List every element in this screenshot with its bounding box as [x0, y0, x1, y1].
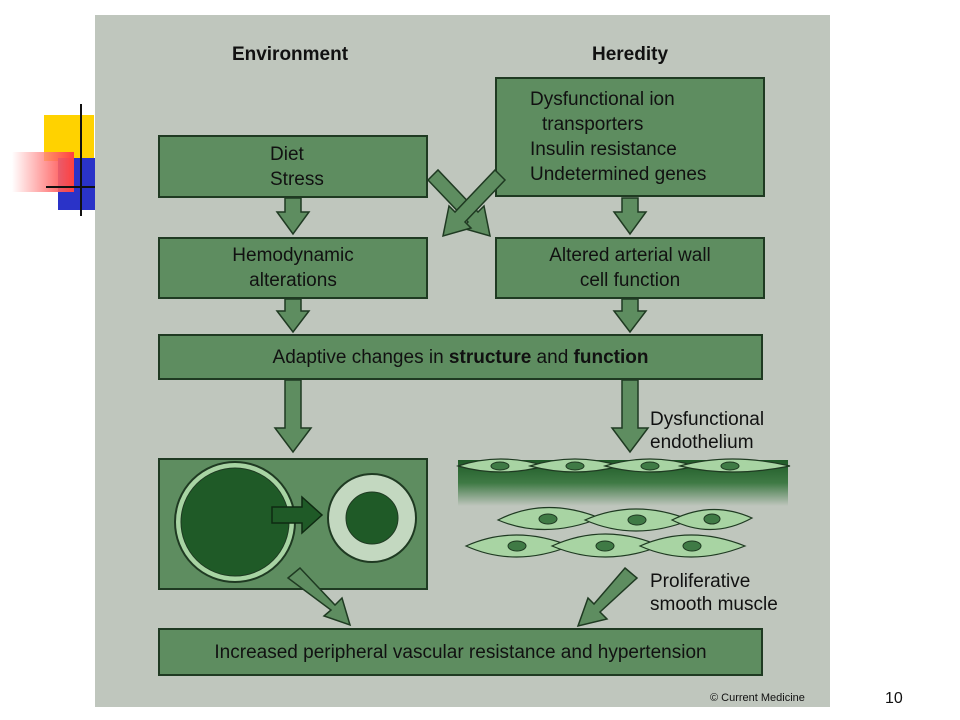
decoration-horizontal-line: [46, 186, 100, 188]
decoration-red-square: [12, 152, 74, 192]
endothelium-label: Dysfunctional endothelium: [650, 408, 764, 454]
remodeling-arrow: [271, 495, 324, 535]
endothelial-nucleus: [490, 461, 510, 471]
arrow-adaptive-to-endothelium: [610, 379, 650, 454]
endothelial-nucleus: [640, 461, 660, 471]
adaptive-middle: and: [531, 346, 574, 368]
hemodynamic-line-2: alterations: [249, 270, 337, 291]
slide-decoration: [0, 100, 100, 220]
arrow-hemodynamic-to-adaptive: [275, 298, 311, 334]
smooth-muscle-label: Proliferative smooth muscle: [650, 570, 778, 616]
environment-header: Environment: [231, 44, 349, 65]
smooth-muscle-line-1: Proliferative: [650, 571, 751, 592]
endothelium-line-2: endothelium: [650, 432, 754, 453]
adaptive-structure: structure: [448, 346, 532, 368]
adaptive-changes-box: Adaptive changes in structure and functi…: [158, 334, 763, 380]
endothelial-nuclei: [490, 461, 740, 471]
arterial-line-2: cell function: [579, 270, 681, 291]
vessel-after-lumen: [345, 491, 399, 545]
hypertension-text: Increased peripheral vascular resistance…: [214, 641, 707, 663]
page-number: 10: [885, 690, 903, 707]
arrow-diet-to-hemodynamic: [275, 197, 311, 236]
arrow-cross-to-hemodynamic: [442, 168, 507, 238]
heredity-factor-2: Insulin resistance: [530, 139, 677, 160]
heredity-header: Heredity: [591, 44, 669, 65]
credit-text: © Current Medicine: [710, 692, 805, 704]
smooth-muscle-line-2: smooth muscle: [650, 594, 778, 615]
arrow-adaptive-to-remodeling: [273, 379, 313, 454]
heredity-factor-3: Undetermined genes: [530, 164, 707, 185]
arrow-muscle-to-outcome: [576, 566, 639, 628]
arterial-line-1: Altered arterial wall: [549, 245, 711, 266]
decoration-vertical-line: [80, 104, 82, 216]
heredity-factors-box: Dysfunctional ion transporters Insulin r…: [495, 77, 765, 197]
arrow-arterial-to-adaptive: [612, 298, 648, 334]
heredity-factor-1: Dysfunctional ion: [530, 89, 675, 110]
endothelial-nucleus: [565, 461, 585, 471]
hypertension-box: Increased peripheral vascular resistance…: [158, 628, 763, 676]
smooth-muscle-nucleus: [538, 513, 558, 525]
diet-stress-box: Diet Stress: [158, 135, 428, 198]
endothelial-nucleus: [720, 461, 740, 471]
smooth-muscle-nucleus: [682, 540, 702, 552]
arrow-heredity-to-arterial: [612, 197, 648, 236]
smooth-muscle-nuclei: [507, 513, 721, 552]
heredity-factor-1b: transporters: [542, 114, 644, 135]
smooth-muscle-nucleus: [703, 513, 721, 525]
adaptive-function: function: [573, 346, 649, 368]
diet-text: Diet: [270, 144, 304, 165]
smooth-muscle-nucleus: [627, 514, 647, 526]
hemodynamic-box: Hemodynamic alterations: [158, 237, 428, 299]
smooth-muscle-nucleus: [595, 540, 615, 552]
hemodynamic-line-1: Hemodynamic: [232, 245, 354, 266]
endothelium-line-1: Dysfunctional: [650, 409, 765, 430]
arterial-wall-box: Altered arterial wall cell function: [495, 237, 765, 299]
arrow-remodeling-to-outcome: [286, 566, 352, 627]
stress-text: Stress: [270, 169, 324, 190]
adaptive-prefix: Adaptive changes in: [272, 346, 449, 368]
adaptive-text: Adaptive changes in structure and functi…: [273, 345, 649, 370]
smooth-muscle-nucleus: [507, 540, 527, 552]
